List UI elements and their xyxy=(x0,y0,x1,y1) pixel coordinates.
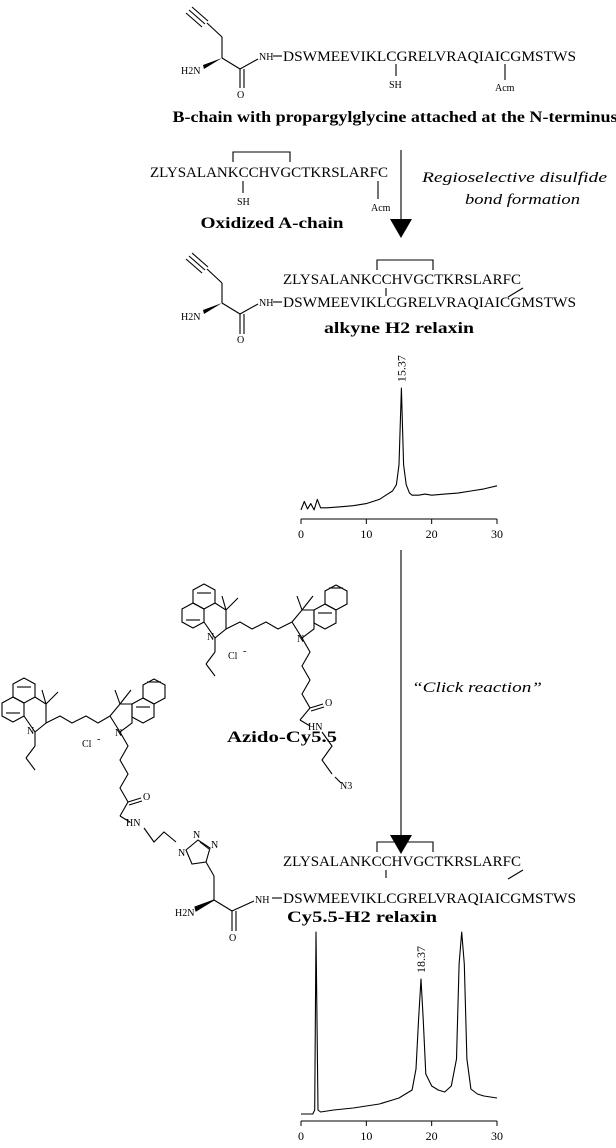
a-chain-caption: Oxidized A-chain xyxy=(201,215,344,232)
p1-o-label: O xyxy=(237,335,244,346)
product2-triazole-n1: N xyxy=(178,848,185,859)
p1-nh2-label: H2N xyxy=(181,312,200,323)
hplc-chromatogram-2: 0 10 20 30 18.37 xyxy=(298,932,503,1143)
cy55-conjugate-structure: N N Cl - O HN N N N H2N O NH xyxy=(2,678,269,944)
hplc-chromatogram-1: 0 10 20 30 15.37 xyxy=(298,355,503,541)
p1-nh-label: NH xyxy=(259,298,273,309)
step2-arrow xyxy=(390,550,412,854)
p1-b-chain-sequence: DSWMEEVIKLCGRELVRAQIAICGMSTWS xyxy=(283,295,576,311)
azido-cy55-structure: N N Cl - O HN N3 xyxy=(182,584,352,792)
x-tick-label: 30 xyxy=(491,527,503,541)
product2-triazole-n2: N xyxy=(193,830,200,841)
peak-label: 18.37 xyxy=(414,946,428,973)
step1-label-line2: bond formation xyxy=(465,192,580,208)
x-tick-label: 0 xyxy=(298,527,304,541)
x-tick-label: 30 xyxy=(491,1129,503,1143)
p2-caption: Cy5.5-H2 relaxin xyxy=(287,909,437,926)
b-chain-acm-label: Acm xyxy=(495,83,515,94)
reagent-n-left: N xyxy=(207,632,214,643)
x-tick-label: 0 xyxy=(298,1129,304,1143)
reagent-amide-o: O xyxy=(325,698,332,709)
p1-intrachain-bracket xyxy=(377,260,433,270)
step1-arrow xyxy=(390,150,412,238)
product2-nh-label: NH xyxy=(255,895,269,906)
reagent-caption: Azido-Cy5.5 xyxy=(227,729,337,746)
x-tick-label: 20 xyxy=(426,527,438,541)
b-chain-sequence: DSWMEEVIKLCGRELVRAQIAICGMSTWS xyxy=(283,49,576,65)
pg-o-label: O xyxy=(237,90,244,101)
chromatogram-trace xyxy=(301,932,497,1114)
product2-amide-o: O xyxy=(143,792,150,803)
product2-n-left: N xyxy=(27,726,34,737)
p1-caption: alkyne H2 relaxin xyxy=(324,320,474,337)
x-tick-label: 10 xyxy=(360,1129,372,1143)
pg-nh2-label: H2N xyxy=(181,66,200,77)
a-chain-disulfide-bracket xyxy=(233,152,290,162)
propargylglycine-structure: H2N O NH xyxy=(181,7,273,101)
reagent-n-right: N xyxy=(297,634,304,645)
a-chain-sh-label: SH xyxy=(237,197,250,208)
product2-triazole-n3: N xyxy=(211,840,218,851)
pg-nh-label: NH xyxy=(259,52,273,63)
product2-o-label: O xyxy=(229,933,236,944)
reagent-counterion-charge: - xyxy=(243,646,246,657)
peak-label: 15.37 xyxy=(394,355,408,382)
product2-counterion-charge: - xyxy=(97,734,100,745)
b-chain-caption: B-chain with propargylglycine attached a… xyxy=(173,109,616,126)
p2-b-chain-sequence: DSWMEEVIKLCGRELVRAQIAICGMSTWS xyxy=(283,891,576,907)
p1-a-chain-sequence: ZLYSALANKCCHVGCTKRSLARFC xyxy=(283,272,521,288)
product1-propargylglycine: H2N O NH xyxy=(181,253,273,346)
product2-counterion: Cl xyxy=(82,739,92,750)
x-tick-label: 10 xyxy=(360,527,372,541)
step2-label: “Click reaction” xyxy=(412,680,542,696)
b-chain-sh-label: SH xyxy=(389,80,402,91)
product2-nh2-label: H2N xyxy=(175,908,194,919)
x-tick-label: 20 xyxy=(426,1129,438,1143)
step1-label-line1: Regioselective disulfide xyxy=(421,170,608,186)
reagent-counterion: Cl xyxy=(228,651,238,662)
product2-amide-nh: HN xyxy=(126,818,140,829)
p2-a-chain-sequence: ZLYSALANKCCHVGCTKRSLARFC xyxy=(283,854,521,870)
p2-interchain-bond-2 xyxy=(508,870,523,879)
a-chain-sequence: ZLYSALANKCCHVGCTKRSLARFC xyxy=(150,165,388,181)
a-chain-acm-label: Acm xyxy=(371,203,391,214)
reagent-azide: N3 xyxy=(340,781,352,792)
product2-n-right: N xyxy=(115,728,122,739)
chromatogram-trace xyxy=(301,388,497,510)
